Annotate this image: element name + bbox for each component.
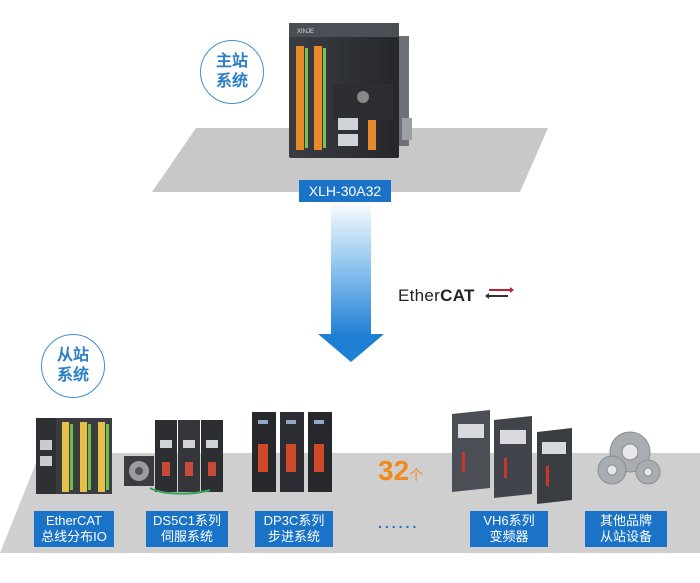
device-label-line2: 从站设备	[599, 529, 652, 544]
device-label-stepper: DP3C系列 步进系统	[255, 511, 333, 547]
distributed-io-device	[36, 418, 112, 494]
slave-label-line2: 系统	[56, 367, 89, 384]
device-label-line1: DP3C系列	[263, 513, 325, 528]
ethercat-text-plain: Ether	[398, 286, 441, 305]
slave-count: 32个	[378, 455, 423, 487]
master-model-text: XLH-30A32	[308, 183, 382, 199]
device-label-inverter: VH6系列 变频器	[470, 511, 548, 547]
master-platform	[152, 128, 548, 192]
inverter-device	[452, 410, 572, 504]
servo-system-device	[124, 420, 223, 495]
ethercat-logo: EtherCAT	[398, 286, 475, 306]
ethercat-text-bold: CAT	[440, 286, 475, 305]
down-arrow-icon	[318, 200, 384, 362]
master-label-line2: 系统	[215, 73, 248, 90]
stepper-system-device	[252, 412, 332, 492]
plc-brand-text: XINJE	[297, 29, 314, 35]
device-label-line2: 伺服系统	[160, 529, 213, 544]
device-label-line1: VH6系列	[483, 513, 535, 528]
slave-label-line1: 从站	[56, 347, 89, 364]
master-model-label: XLH-30A32	[299, 180, 391, 202]
ellipsis-dots: ......	[378, 515, 420, 531]
device-label-io: EtherCAT 总线分布IO	[34, 511, 114, 547]
device-label-line2: 步进系统	[267, 529, 320, 544]
slave-count-number: 32	[378, 455, 410, 486]
master-system-label: 主站 系统	[200, 40, 264, 104]
slave-count-unit: 个	[409, 467, 424, 483]
device-label-line2: 总线分布IO	[41, 529, 107, 544]
master-plc-device: XINJE	[289, 23, 412, 158]
device-label-line1: 其他品牌	[599, 513, 652, 528]
ethercat-arrows-icon	[485, 287, 514, 299]
master-label-line1: 主站	[215, 53, 248, 70]
device-label-line1: EtherCAT	[45, 513, 103, 528]
slave-system-label: 从站 系统	[41, 334, 105, 398]
device-label-other: 其他品牌 从站设备	[585, 511, 667, 547]
device-label-line2: 变频器	[489, 529, 529, 544]
device-label-servo: DS5C1系列 伺服系统	[146, 511, 228, 547]
device-label-line1: DS5C1系列	[153, 513, 221, 528]
gears-icon	[597, 431, 661, 485]
